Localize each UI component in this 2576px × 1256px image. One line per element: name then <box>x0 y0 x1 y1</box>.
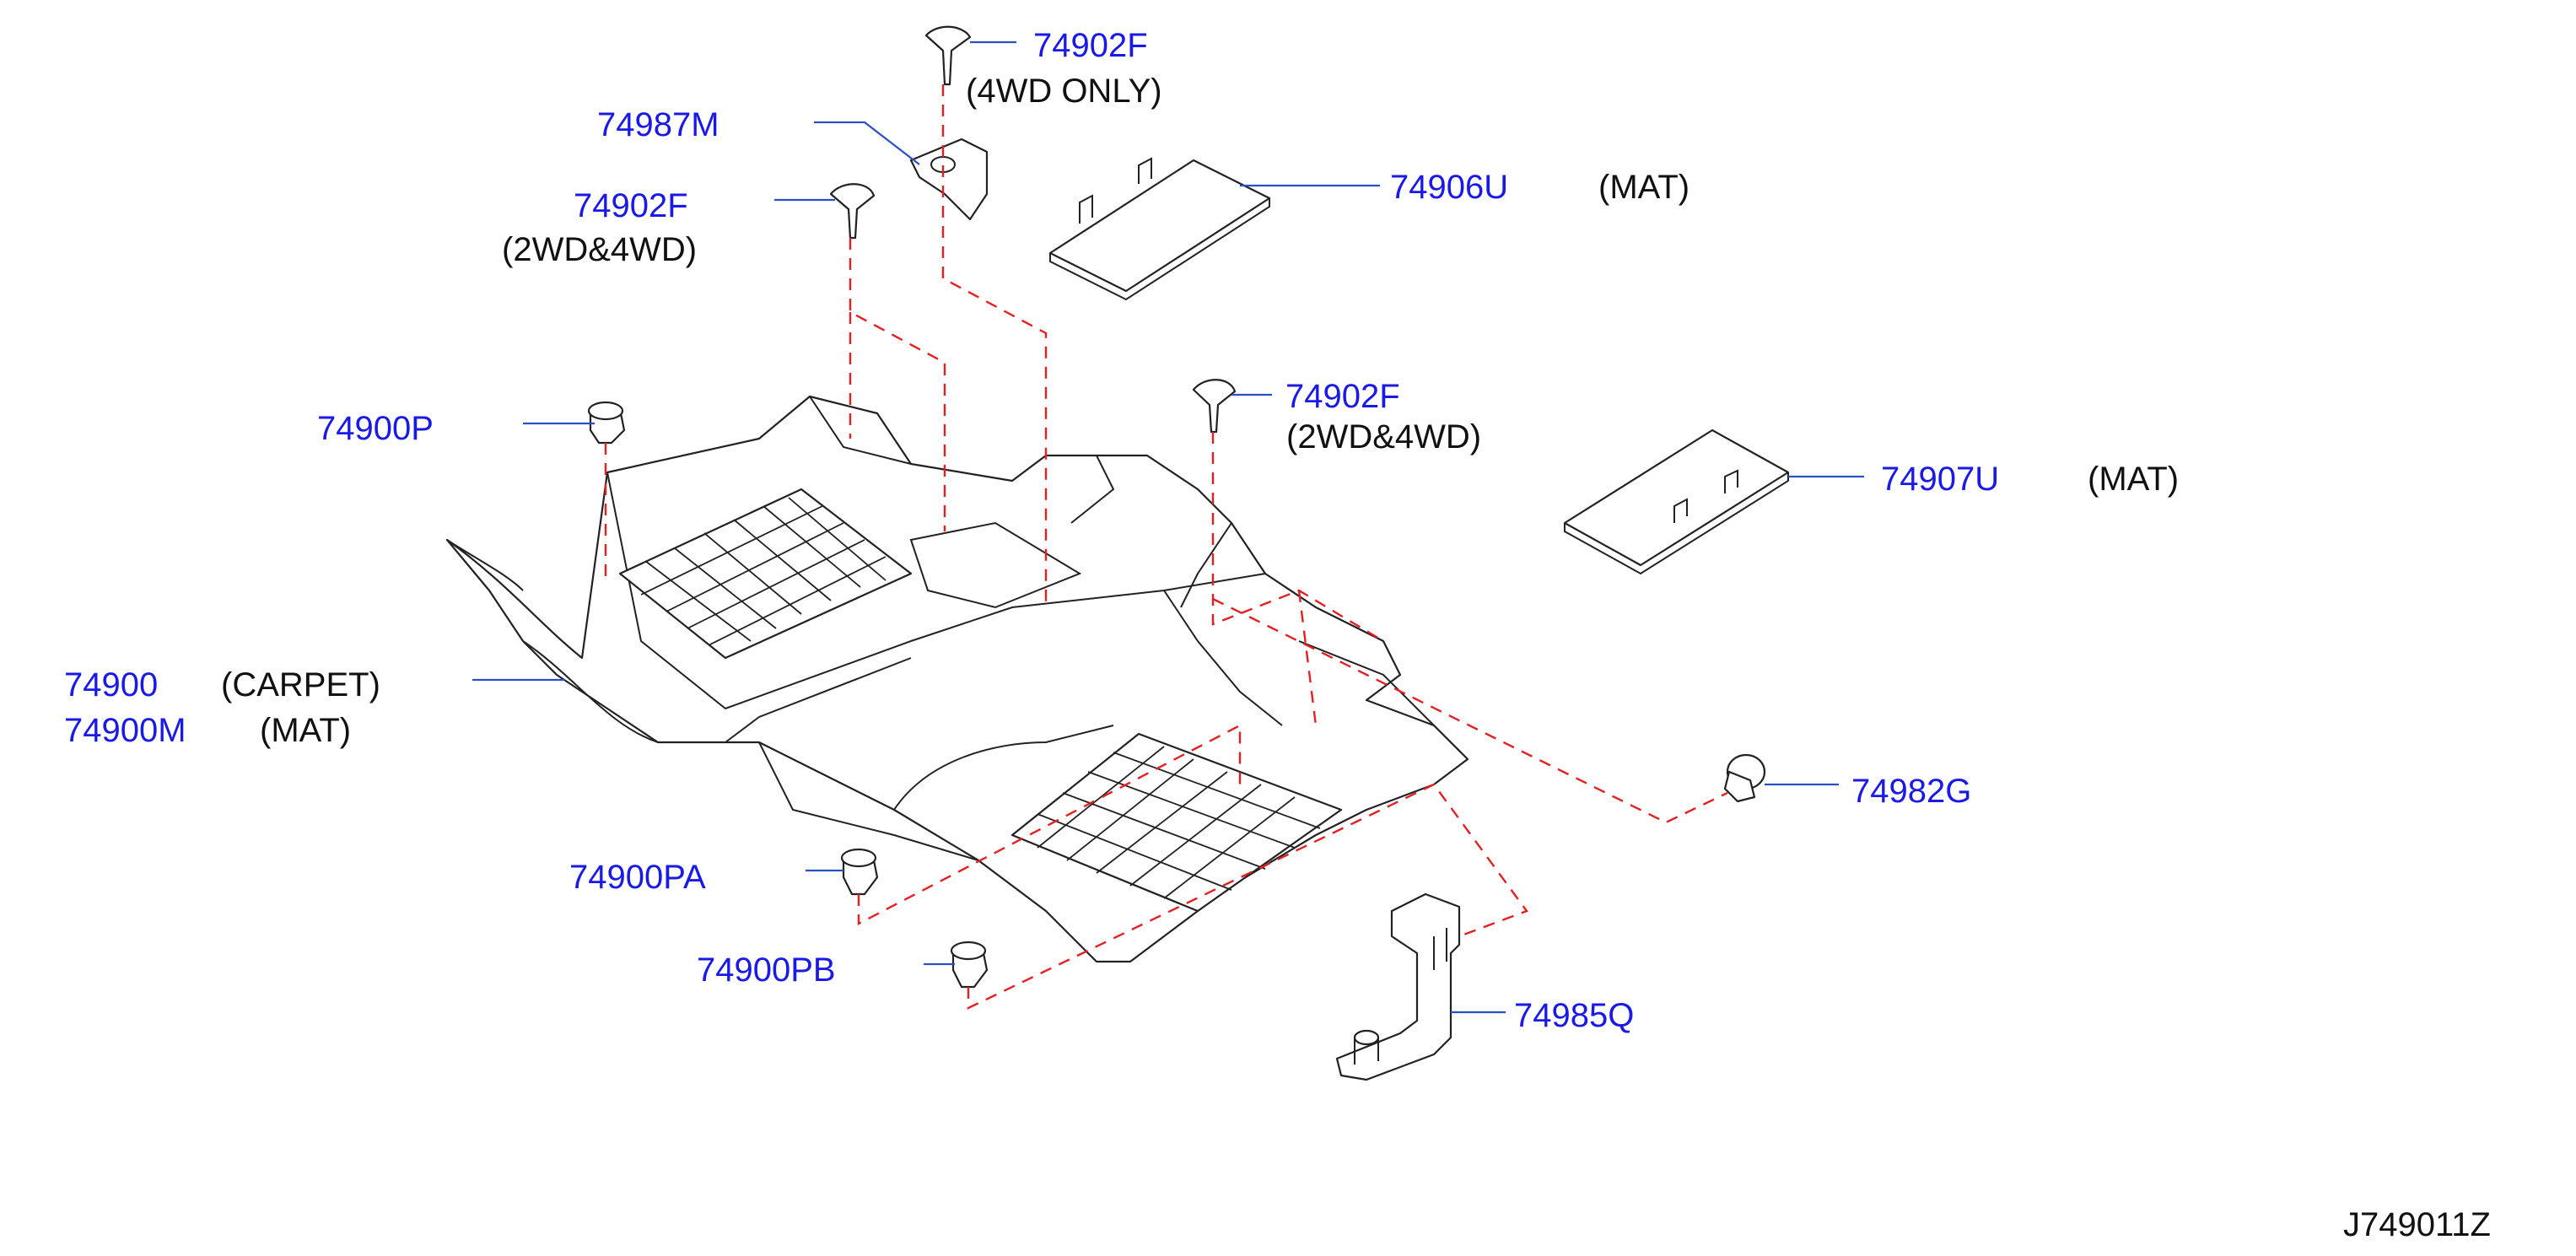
dashed-guides <box>604 84 1728 1010</box>
part-number-74907u[interactable]: 74907U <box>1881 461 2000 498</box>
part-number-74906u[interactable]: 74906U <box>1390 169 1509 206</box>
part-number-74900p[interactable]: 74900P <box>317 410 434 447</box>
part-number-74982g[interactable]: 74982G <box>1851 773 1972 810</box>
part-number-74985q[interactable]: 74985Q <box>1514 997 1635 1034</box>
clip-74900pa <box>840 848 879 896</box>
part-number-74900pb[interactable]: 74900PB <box>697 951 836 989</box>
clip-74900p <box>587 401 626 445</box>
note-2wd-4wd-mid: (2WD&4WD) <box>1286 418 1482 456</box>
part-number-74900-carpet[interactable]: 74900 <box>64 666 159 703</box>
note-2wd-4wd-left: (2WD&4WD) <box>502 231 698 268</box>
mat-74907u <box>1563 429 1790 575</box>
note-carpet: (CARPET) <box>221 666 380 703</box>
part-number-74902f-left[interactable]: 74902F <box>574 187 688 224</box>
mat-74906u <box>1048 157 1271 301</box>
front-mat-grid <box>618 488 913 660</box>
part-number-74900pa[interactable]: 74900PA <box>569 859 706 896</box>
diagram-code: J749011Z <box>2343 1206 2491 1243</box>
clip-74902f-mid <box>1192 379 1237 434</box>
note-mat-74900m: (MAT) <box>260 712 352 749</box>
part-number-74902f-4wd[interactable]: 74902F <box>1033 27 1148 64</box>
leader-lines <box>472 40 1864 1014</box>
clip-74900pb <box>950 941 989 989</box>
part-number-74987m[interactable]: 74987M <box>597 106 719 143</box>
bracket-74987m <box>909 137 989 221</box>
clip-74982g <box>1723 753 1766 803</box>
clip-74902f-top <box>924 25 972 86</box>
rear-mat-grid <box>1010 732 1343 913</box>
hook-74985q <box>1335 892 1461 1081</box>
note-mat-74907u: (MAT) <box>2088 461 2180 498</box>
note-mat-74906u: (MAT) <box>1598 169 1690 206</box>
part-number-74900m[interactable]: 74900M <box>64 712 186 749</box>
part-number-74902f-mid[interactable]: 74902F <box>1285 378 1400 415</box>
clip-74902f-left <box>829 183 876 240</box>
note-4wd-only: (4WD ONLY) <box>966 73 1162 110</box>
